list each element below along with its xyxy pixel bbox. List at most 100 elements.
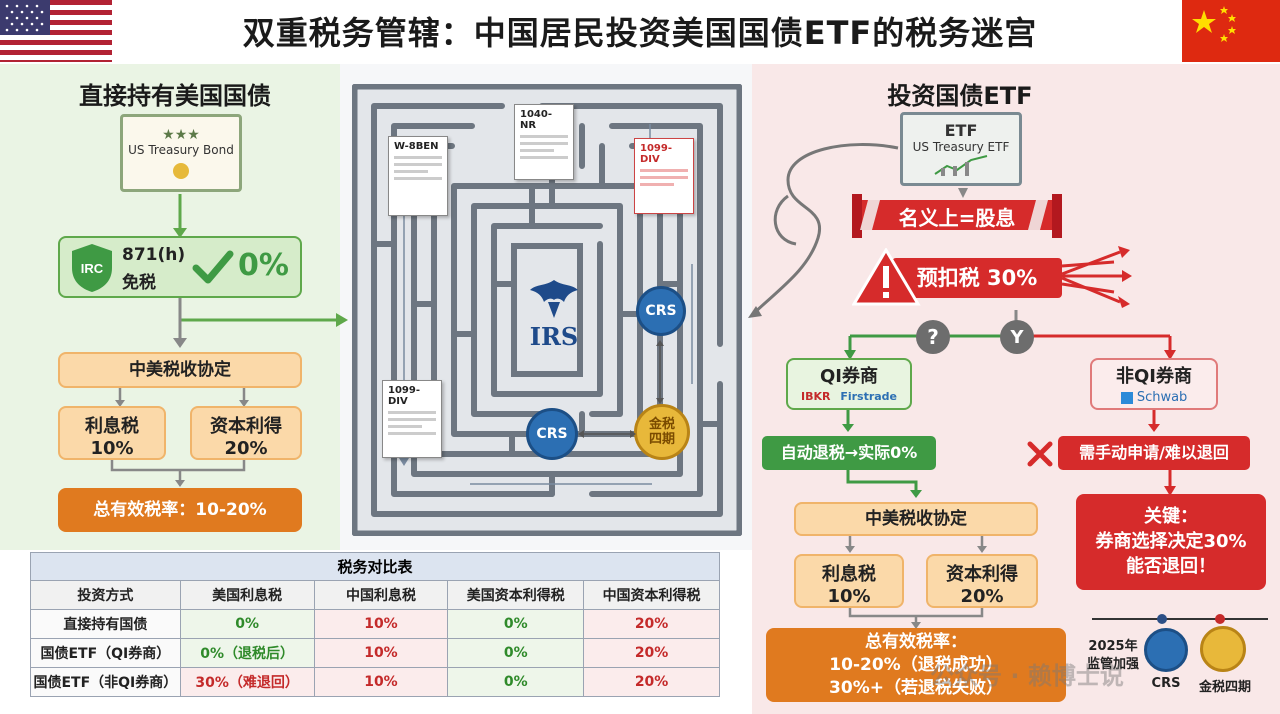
auto-refund-box: 自动退税→实际0% — [762, 436, 936, 470]
table-title: 税务对比表 — [30, 552, 720, 580]
nominal-dividend-banner: 名义上=股息 — [846, 190, 1068, 240]
interest-rate: 10% — [827, 586, 871, 607]
right-effective-rate: 总有效税率： 10-20%（退税成功） 30%+（若退税失败） — [766, 628, 1066, 702]
row-label: 直接持有国债 — [30, 609, 181, 639]
eff-title: 总有效税率： — [865, 632, 967, 652]
table-row: 国债ETF（QI券商） 0%（退税后） 10% 0% 20% — [30, 638, 720, 668]
table-cell: 30%（难退回） — [179, 667, 315, 697]
left-effective-rate: 总有效税率：10-20% — [58, 488, 302, 532]
right-capital-box: 资本利得 20% — [926, 554, 1038, 608]
branch-y-icon: Y — [1000, 320, 1034, 354]
capital-rate: 20% — [960, 586, 1004, 607]
left-capital-box: 资本利得 20% — [190, 406, 302, 460]
us-flag-icon — [0, 0, 112, 62]
col-header: 美国利息税 — [179, 580, 315, 610]
table-cell: 10% — [313, 667, 449, 697]
left-heading: 直接持有美国国债 — [79, 82, 271, 110]
etf-loop-arrow — [748, 143, 899, 318]
treasury-bond-certificate: ★★★ US Treasury Bond — [120, 114, 242, 192]
branch-y-mark: Y — [1010, 326, 1024, 348]
crs-globe-icon-2: CRS — [526, 408, 578, 460]
exempt-rate: 0% — [238, 248, 289, 283]
table-cell: 20% — [583, 667, 720, 697]
table-cell: 10% — [313, 609, 449, 639]
stars-icon: ★★★ — [162, 127, 200, 143]
svg-text:IRC: IRC — [81, 261, 104, 276]
china-flag-icon — [1182, 0, 1280, 62]
tax-comparison-table: 税务对比表 投资方式 美国利息税 中国利息税 美国资本利得税 中国资本利得税 直… — [30, 552, 720, 697]
nominal-label: 名义上=股息 — [898, 206, 1016, 230]
crs-label: CRS — [645, 303, 677, 319]
watermark: 公众号 · 赖博士说 — [930, 662, 1124, 690]
table-cell: 0% — [179, 609, 315, 639]
withholding-label: 预扣税 30% — [892, 258, 1062, 298]
table-header-row: 投资方式 美国利息税 中国利息税 美国资本利得税 中国资本利得税 — [30, 580, 720, 610]
page-title: 双重税务管辖：中国居民投资美国国债ETF的税务迷宫 — [242, 14, 1038, 52]
crs-label: CRS — [536, 426, 568, 442]
etf-title: ETF — [944, 121, 978, 140]
etf-down-arrow — [958, 188, 968, 198]
legend-crs-icon — [1144, 628, 1188, 672]
eff-line1: 10-20%（退税成功） — [829, 655, 1003, 675]
row-label: 国债ETF（QI券商） — [30, 638, 181, 668]
irc-shield-icon: IRC — [72, 244, 112, 292]
crs-globe-icon: CRS — [636, 286, 686, 336]
warning-icon — [852, 248, 921, 306]
treaty-split-arrows — [115, 388, 249, 407]
irs-label: IRS — [529, 322, 579, 351]
right-treaty-split-arrows — [845, 536, 987, 553]
etf-certificate: ETF US Treasury ETF — [900, 112, 1022, 186]
right-treaty-box: 中美税收协定 — [794, 502, 1038, 536]
interest-rate: 10% — [90, 438, 134, 459]
manual-refund-box: 需手动申请/难以退回 — [1058, 436, 1250, 470]
eagle-icon — [530, 280, 578, 318]
non-qi-title: 非QI券商 — [1116, 366, 1192, 387]
key-note-box: 关键： 券商选择决定30% 能否退回！ — [1076, 494, 1266, 590]
row-label: 国债ETF（非QI券商） — [30, 667, 181, 697]
interest-label: 利息税 — [85, 416, 139, 437]
table-cell: 0%（退税后） — [179, 638, 315, 668]
capital-label: 资本利得 — [946, 564, 1018, 585]
seal-icon — [173, 163, 189, 179]
merge-arrows — [110, 460, 246, 487]
right-interest-box: 利息税 10% — [794, 554, 904, 608]
col-header: 美国资本利得税 — [447, 580, 585, 610]
table-cell: 0% — [447, 638, 585, 668]
w8ben-document: W-8BEN — [388, 136, 448, 216]
qi-broker-box: QI券商 IBKR Firstrade — [786, 358, 912, 410]
legend-crs-label: CRS — [1151, 676, 1181, 691]
interest-label: 利息税 — [822, 564, 876, 585]
checkmark-icon — [192, 250, 234, 284]
schwab-logo: Schwab — [1136, 390, 1188, 405]
qi-title: QI券商 — [820, 366, 878, 387]
legend-golden-tax-icon — [1200, 626, 1246, 672]
irs-logo: IRS — [516, 276, 592, 356]
doc-label: 1099-DIV — [640, 143, 672, 165]
col-header: 中国资本利得税 — [583, 580, 720, 610]
doc-label: 1040-NR — [520, 109, 552, 131]
comparison-grid: 投资方式 美国利息税 中国利息税 美国资本利得税 中国资本利得税 直接持有国债 … — [30, 580, 720, 697]
auto-to-treaty-arrow — [846, 470, 922, 498]
golden-tax-badge: 金税 四期 — [634, 404, 690, 460]
chart-trend-icon — [934, 155, 988, 176]
table-cell: 20% — [583, 638, 720, 668]
schwab-icon — [1120, 391, 1133, 404]
1099div-document-red: 1099-DIV — [634, 138, 694, 214]
table-cell: 0% — [447, 609, 585, 639]
1040nr-document: 1040-NR — [514, 104, 574, 180]
question-mark: ? — [927, 325, 939, 349]
exempt-box: IRC 871(h) 免税 0% — [58, 236, 302, 298]
table-row: 国债ETF（非QI券商） 30%（难退回） 10% 0% 20% — [30, 667, 720, 697]
table-cell: 0% — [447, 667, 585, 697]
right-heading: 投资国债ETF — [887, 82, 1033, 110]
left-interest-box: 利息税 10% — [58, 406, 166, 460]
exempt-code: 871(h) — [122, 245, 186, 265]
cross-icon — [1027, 441, 1053, 467]
withholding-outflow-arrows — [1061, 246, 1132, 308]
right-merge-arrows — [848, 608, 984, 629]
1099div-document: 1099-DIV — [382, 380, 442, 458]
exempt-text: 免税 — [122, 273, 156, 293]
col-header: 投资方式 — [30, 580, 181, 610]
broker-down-arrows — [842, 410, 1160, 432]
manual-to-key-arrow — [1164, 470, 1176, 496]
